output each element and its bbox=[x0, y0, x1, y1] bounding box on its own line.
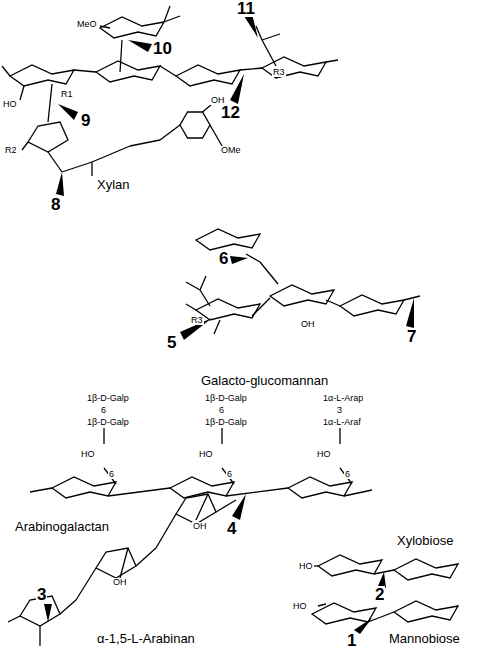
atom-label: OMe bbox=[220, 146, 242, 155]
linkage-position: 6 bbox=[100, 406, 107, 415]
residue-label: 1α-L-Araf bbox=[322, 418, 362, 427]
linkage-position: 3 bbox=[336, 406, 343, 415]
xylan-structure bbox=[2, 6, 338, 176]
polymer-name: Xylan bbox=[96, 178, 131, 191]
callout-number: 8 bbox=[50, 196, 61, 213]
callout-number: 2 bbox=[374, 586, 385, 603]
callout-number: 11 bbox=[236, 0, 256, 17]
polymer-name: α-1,5-L-Arabinan bbox=[96, 632, 196, 645]
residue-label: 1β-D-Galp bbox=[204, 418, 248, 427]
callout-number: 5 bbox=[166, 334, 177, 351]
callout-number: 3 bbox=[36, 586, 47, 603]
disaccharide-name: Xylobiose bbox=[396, 534, 454, 547]
linkage-position: 6 bbox=[226, 470, 233, 479]
substituent-label: R1 bbox=[60, 90, 74, 99]
residue-label: 1α-L-Arap bbox=[322, 394, 364, 403]
linkage-position: 6 bbox=[218, 406, 225, 415]
linkage-position: 6 bbox=[344, 470, 351, 479]
atom-label: OH bbox=[300, 320, 316, 329]
callout-number: 7 bbox=[406, 328, 417, 345]
callout-number: 12 bbox=[220, 104, 241, 121]
substituent-label: R2 bbox=[4, 146, 18, 155]
callout-wedges bbox=[44, 14, 414, 634]
callout-number: 6 bbox=[218, 250, 229, 267]
residue-label: 1β-D-Galp bbox=[204, 394, 248, 403]
substituent-label: R3 bbox=[272, 68, 286, 77]
callout-number: 9 bbox=[80, 112, 91, 129]
substituent-label: R3 bbox=[190, 316, 204, 325]
atom-label: HO bbox=[80, 450, 96, 459]
atom-label: OH bbox=[192, 522, 208, 531]
disaccharide-name: Mannobiose bbox=[388, 632, 461, 645]
atom-label: OH bbox=[210, 96, 226, 105]
atom-label: MeO bbox=[76, 20, 98, 29]
callout-number: 4 bbox=[226, 520, 237, 537]
polymer-name: Arabinogalactan bbox=[14, 520, 110, 533]
atom-label: OH bbox=[112, 578, 128, 587]
arabinogalactan-structure bbox=[30, 428, 372, 498]
atom-label: HO bbox=[316, 450, 332, 459]
residue-label: 1β-D-Galp bbox=[86, 418, 130, 427]
atom-label: HO bbox=[198, 450, 214, 459]
atom-label: HO bbox=[298, 562, 314, 571]
galacto-glucomannan-structure bbox=[186, 229, 420, 334]
residue-label: 1β-D-Galp bbox=[86, 394, 130, 403]
callout-number: 10 bbox=[152, 40, 173, 57]
atom-label: HO bbox=[292, 602, 308, 611]
polymer-name: Galacto-glucomannan bbox=[200, 374, 329, 387]
callout-number: 1 bbox=[346, 632, 357, 649]
arabinan-structure bbox=[8, 494, 236, 646]
linkage-position: 6 bbox=[108, 470, 115, 479]
disaccharide-structures bbox=[312, 555, 458, 624]
atom-label: HO bbox=[2, 100, 18, 109]
